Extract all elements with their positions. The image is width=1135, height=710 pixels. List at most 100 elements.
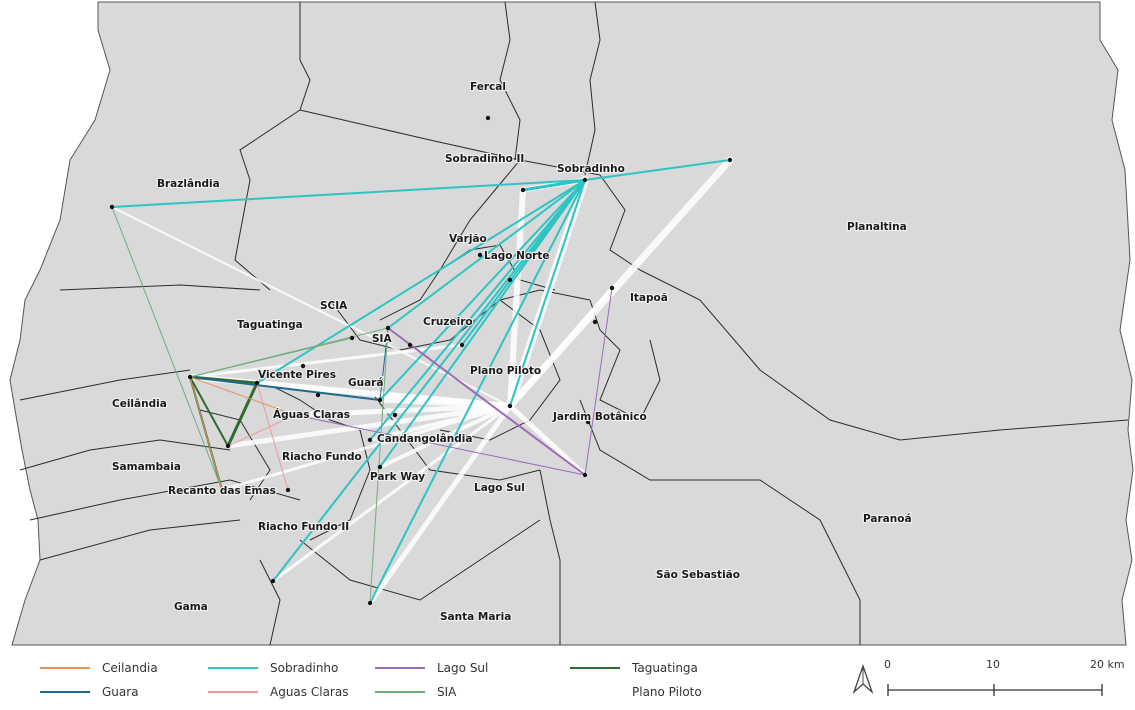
legend-swatch	[208, 691, 258, 693]
region-label-gama: Gama	[174, 601, 208, 613]
region-label-sobradinho2: Sobradinho II	[445, 153, 524, 165]
region-label-paranoa: Paranoá	[863, 513, 912, 525]
flow-line-sobradinho	[521, 178, 587, 192]
region-label-riachofundo2: Riacho Fundo II	[258, 521, 349, 533]
legend-label: Plano Piloto	[632, 685, 702, 699]
scale-label-20km: 20 km	[1090, 658, 1125, 671]
legend-swatch	[570, 667, 620, 669]
region-label-taguatinga: Taguatinga	[237, 319, 303, 331]
centroid-dot	[367, 600, 373, 606]
centroid-dot	[315, 392, 321, 398]
region-borders	[19, 1, 1129, 646]
centroid-dot	[392, 412, 398, 418]
region-label-vicentepires: Vicente Pires	[258, 369, 336, 381]
legend-label: Guara	[102, 685, 139, 699]
flow-lines	[111, 159, 731, 604]
centroid-dot	[582, 177, 588, 183]
legend-item-guara: Guara	[40, 682, 139, 702]
legend-label: Aguas Claras	[270, 685, 349, 699]
centroid-dot	[377, 397, 383, 403]
flow-line-sobradinho	[369, 179, 586, 441]
centroid-dot	[109, 204, 115, 210]
flow-line-lago-sul	[387, 327, 586, 476]
region-label-scia: SCIA	[320, 300, 348, 312]
north-arrow-icon	[852, 664, 874, 695]
legend-item-sia: SIA	[375, 682, 456, 702]
legend-swatch	[570, 691, 620, 693]
region-label-guara: Guará	[348, 377, 383, 389]
legend-label: Sobradinho	[270, 661, 339, 675]
flow-line-sia	[111, 206, 223, 491]
region-label-lagonorte: Lago Norte	[484, 250, 549, 262]
legend-swatch	[40, 691, 90, 693]
flow-line-sobradinho	[387, 179, 586, 329]
centroid-dot	[225, 443, 231, 449]
flow-line-sobradinho	[369, 179, 586, 604]
flow-line-sobradinho	[509, 179, 586, 407]
legend-swatch	[375, 667, 425, 669]
centroid-dot	[385, 325, 391, 331]
region-label-saosebastiao: São Sebastião	[656, 569, 740, 581]
flow-line-aguas-claras	[256, 382, 289, 491]
region-label-jardimbotanico: Jardim Botânico	[552, 411, 647, 423]
centroid-dot	[592, 319, 598, 325]
region-label-sobradinho: Sobradinho	[557, 163, 625, 175]
region-label-varjao: Varjão	[449, 233, 487, 245]
region-label-planopiloto: Plano Piloto	[470, 365, 541, 377]
flow-line-plano-piloto	[367, 403, 513, 606]
flow-line-plano-piloto	[378, 404, 512, 469]
legend-item-sobradinho: Sobradinho	[208, 658, 338, 678]
centroid-dot	[300, 363, 306, 369]
centroid-dot	[187, 374, 193, 380]
flow-line-taguatinga	[226, 381, 259, 448]
region-label-aguasclaras: Águas Claras	[273, 408, 350, 421]
flow-line-aguas-claras	[227, 414, 296, 447]
region-label-sia: SIA	[372, 333, 392, 345]
centroid-dot	[270, 578, 276, 584]
flow-line-plano-piloto	[368, 404, 512, 442]
region-label-brazlandia: Brazlândia	[157, 178, 220, 190]
flow-line-sobradinho	[379, 179, 586, 468]
legend-item-taguatinga: Taguatinga	[570, 658, 698, 678]
legend-label: Lago Sul	[437, 661, 489, 675]
region-label-riachofundo: Riacho Fundo	[282, 451, 362, 463]
region-label-parkway: Park Way	[370, 471, 425, 483]
flow-line-sobradinho	[111, 179, 586, 208]
legend-swatch	[208, 667, 258, 669]
centroid-dot	[377, 464, 383, 470]
flow-line-plano-piloto	[225, 403, 513, 449]
flow-line-guara	[379, 327, 389, 401]
region-label-recanto: Recanto das Emas	[168, 485, 276, 497]
centroid-dot	[727, 157, 733, 163]
legend-item-lago-sul: Lago Sul	[375, 658, 488, 678]
legend: Ceilandia Guara Sobradinho Aguas Claras …	[0, 650, 1135, 710]
centroid-dot	[285, 487, 291, 493]
centroid-dot	[254, 380, 260, 386]
legend-swatch	[375, 691, 425, 693]
flow-line-plano-piloto	[111, 206, 511, 407]
centroid-dot	[292, 412, 298, 418]
centroid-dot	[609, 285, 615, 291]
region-label-ceilandia: Ceilândia	[112, 398, 167, 410]
land-area	[9, 1, 1134, 646]
flow-line-plano-piloto	[292, 403, 513, 418]
legend-swatch	[40, 667, 90, 669]
centroid-dot	[219, 487, 225, 493]
region-label-candangolandia: Candangolândia	[377, 433, 472, 445]
flow-line-guara	[189, 376, 381, 401]
legend-item-plano-piloto: Plano Piloto	[570, 682, 702, 702]
flow-line-sobradinho	[379, 179, 586, 401]
flow-line-taguatinga	[189, 376, 229, 447]
flow-line-ceilandia	[189, 376, 296, 416]
legend-item-ceilandia: Ceilandia	[40, 658, 158, 678]
scale-bar	[887, 684, 1103, 696]
centroid-dot	[520, 187, 526, 193]
flow-line-ceilandia	[189, 376, 223, 491]
legend-label: Taguatinga	[632, 661, 698, 675]
flow-line-plano-piloto	[508, 286, 614, 408]
flow-line-lago-sul	[294, 414, 586, 476]
flow-line-plano-piloto	[507, 187, 526, 409]
region-label-santamaria: Santa Maria	[440, 611, 511, 623]
